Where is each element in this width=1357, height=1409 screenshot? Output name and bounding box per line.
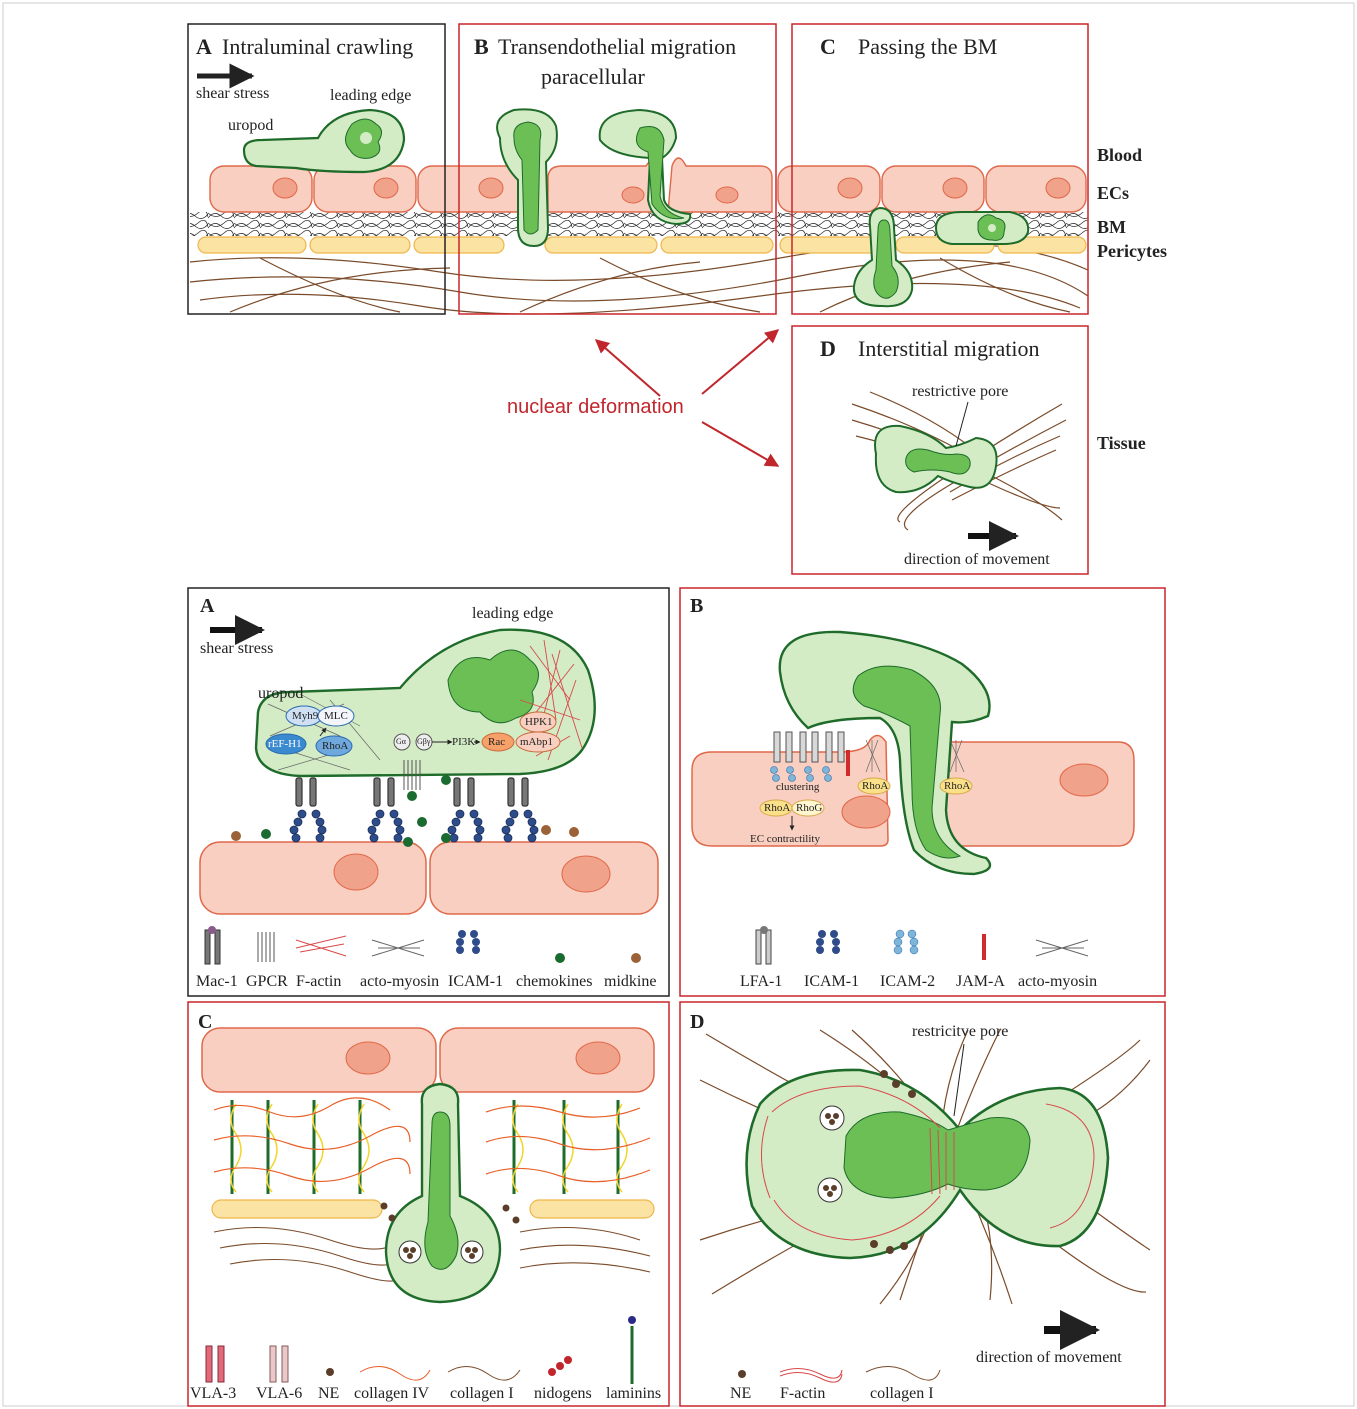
- legend-a-actomyosin: acto-myosin: [360, 974, 439, 990]
- side-label-pericytes: Pericytes: [1097, 242, 1167, 260]
- side-label-blood: Blood: [1097, 146, 1142, 164]
- legend-b-jama: JAM-A: [956, 974, 1005, 990]
- top-overview: [188, 24, 1088, 574]
- legend-a-mac1: Mac-1: [196, 974, 238, 990]
- side-label-ecs: ECs: [1097, 184, 1129, 202]
- mol-rhoa: RhoA: [322, 741, 348, 752]
- detail-d-pore: restricitve pore: [912, 1024, 1008, 1040]
- side-label-bm: BM: [1097, 218, 1126, 236]
- legend-c-icons: [206, 1316, 636, 1384]
- detail-d-direction: direction of movement: [976, 1350, 1122, 1366]
- top-d-title: Interstitial migration: [858, 338, 1039, 360]
- top-d-letter: D: [820, 338, 836, 360]
- top-a-leading: leading edge: [330, 88, 411, 104]
- legend-c-laminins: laminins: [606, 1386, 661, 1402]
- legend-d-factin: F-actin: [780, 1386, 825, 1402]
- mol-galpha: Gα: [396, 738, 406, 746]
- top-b-sub: paracellular: [541, 66, 645, 88]
- nuclear-deformation-label: nuclear deformation: [507, 397, 684, 417]
- mol-pi3k: PI3K: [452, 737, 475, 748]
- detail-b-rhoa-3: RhoA: [944, 781, 970, 792]
- legend-a-midkine: midkine: [604, 974, 656, 990]
- detail-b-letter: B: [690, 596, 703, 616]
- legend-c-collagen-iv: collagen IV: [354, 1386, 429, 1402]
- legend-d-icons: [738, 1366, 940, 1382]
- top-a-shear: shear stress: [196, 86, 269, 102]
- detail-panel-d: [680, 1002, 1165, 1406]
- detail-panel-c: [188, 1002, 669, 1406]
- top-a-title: Intraluminal crawling: [222, 36, 413, 58]
- top-b-title: Transendothelial migration: [498, 36, 736, 58]
- detail-panel-b: [680, 588, 1165, 996]
- top-a-letter: A: [196, 36, 212, 58]
- top-a-uropod: uropod: [228, 118, 273, 134]
- detail-a-shear: shear stress: [200, 641, 273, 657]
- mol-mlc: MLC: [324, 711, 348, 722]
- top-c-title: Passing the BM: [858, 36, 997, 58]
- top-c-letter: C: [820, 36, 836, 58]
- bm-passing-cells: [854, 208, 1028, 306]
- detail-b-rhoa-2: RhoA: [862, 781, 888, 792]
- legend-b-icam1: ICAM-1: [804, 974, 859, 990]
- top-d-direction: direction of movement: [904, 552, 1050, 568]
- legend-c-vla3: VLA-3: [190, 1386, 236, 1402]
- mol-ref-h1: rEF-H1: [268, 739, 302, 750]
- legend-a-icam1: ICAM-1: [448, 974, 503, 990]
- legend-b-icam2: ICAM-2: [880, 974, 935, 990]
- mac1-icam1-pairs: [290, 778, 538, 842]
- detail-b-rhoa-1: RhoA: [764, 803, 790, 814]
- legend-c-collagen-i: collagen I: [450, 1386, 514, 1402]
- legend-c-nidogens: nidogens: [534, 1386, 592, 1402]
- detail-a-letter: A: [200, 596, 214, 616]
- legend-a-factin: F-actin: [296, 974, 341, 990]
- mol-rac: Rac: [488, 737, 505, 748]
- top-d-pore: restrictive pore: [912, 384, 1008, 400]
- detail-b-clustering: clustering: [776, 782, 819, 793]
- detail-b-ec-contractility: EC contractility: [750, 834, 820, 845]
- mol-myh9: Myh9: [292, 711, 318, 722]
- legend-b-actomyosin: acto-myosin: [1018, 974, 1097, 990]
- legend-a-icons: [205, 926, 641, 964]
- mol-mabp1: mAbp1: [520, 737, 553, 748]
- legend-d-ne: NE: [730, 1386, 751, 1402]
- detail-b-rhog: RhoG: [796, 803, 822, 814]
- detail-a-leading: leading edge: [472, 606, 553, 622]
- mol-hpk1: HPK1: [525, 717, 553, 728]
- detail-a-uropod: uropod: [258, 686, 303, 702]
- legend-b-lfa1: LFA-1: [740, 974, 782, 990]
- top-b-letter: B: [474, 36, 489, 58]
- legend-b-icons: [756, 926, 1088, 964]
- detail-c-letter: C: [198, 1012, 212, 1032]
- legend-a-gpcr: GPCR: [246, 974, 288, 990]
- legend-c-ne: NE: [318, 1386, 339, 1402]
- legend-d-collagen-i: collagen I: [870, 1386, 934, 1402]
- legend-a-chemokines: chemokines: [516, 974, 592, 990]
- mol-gbetagamma: Gβγ: [417, 738, 430, 746]
- side-label-tissue: Tissue: [1097, 434, 1146, 452]
- legend-c-vla6: VLA-6: [256, 1386, 302, 1402]
- detail-d-letter: D: [690, 1012, 704, 1032]
